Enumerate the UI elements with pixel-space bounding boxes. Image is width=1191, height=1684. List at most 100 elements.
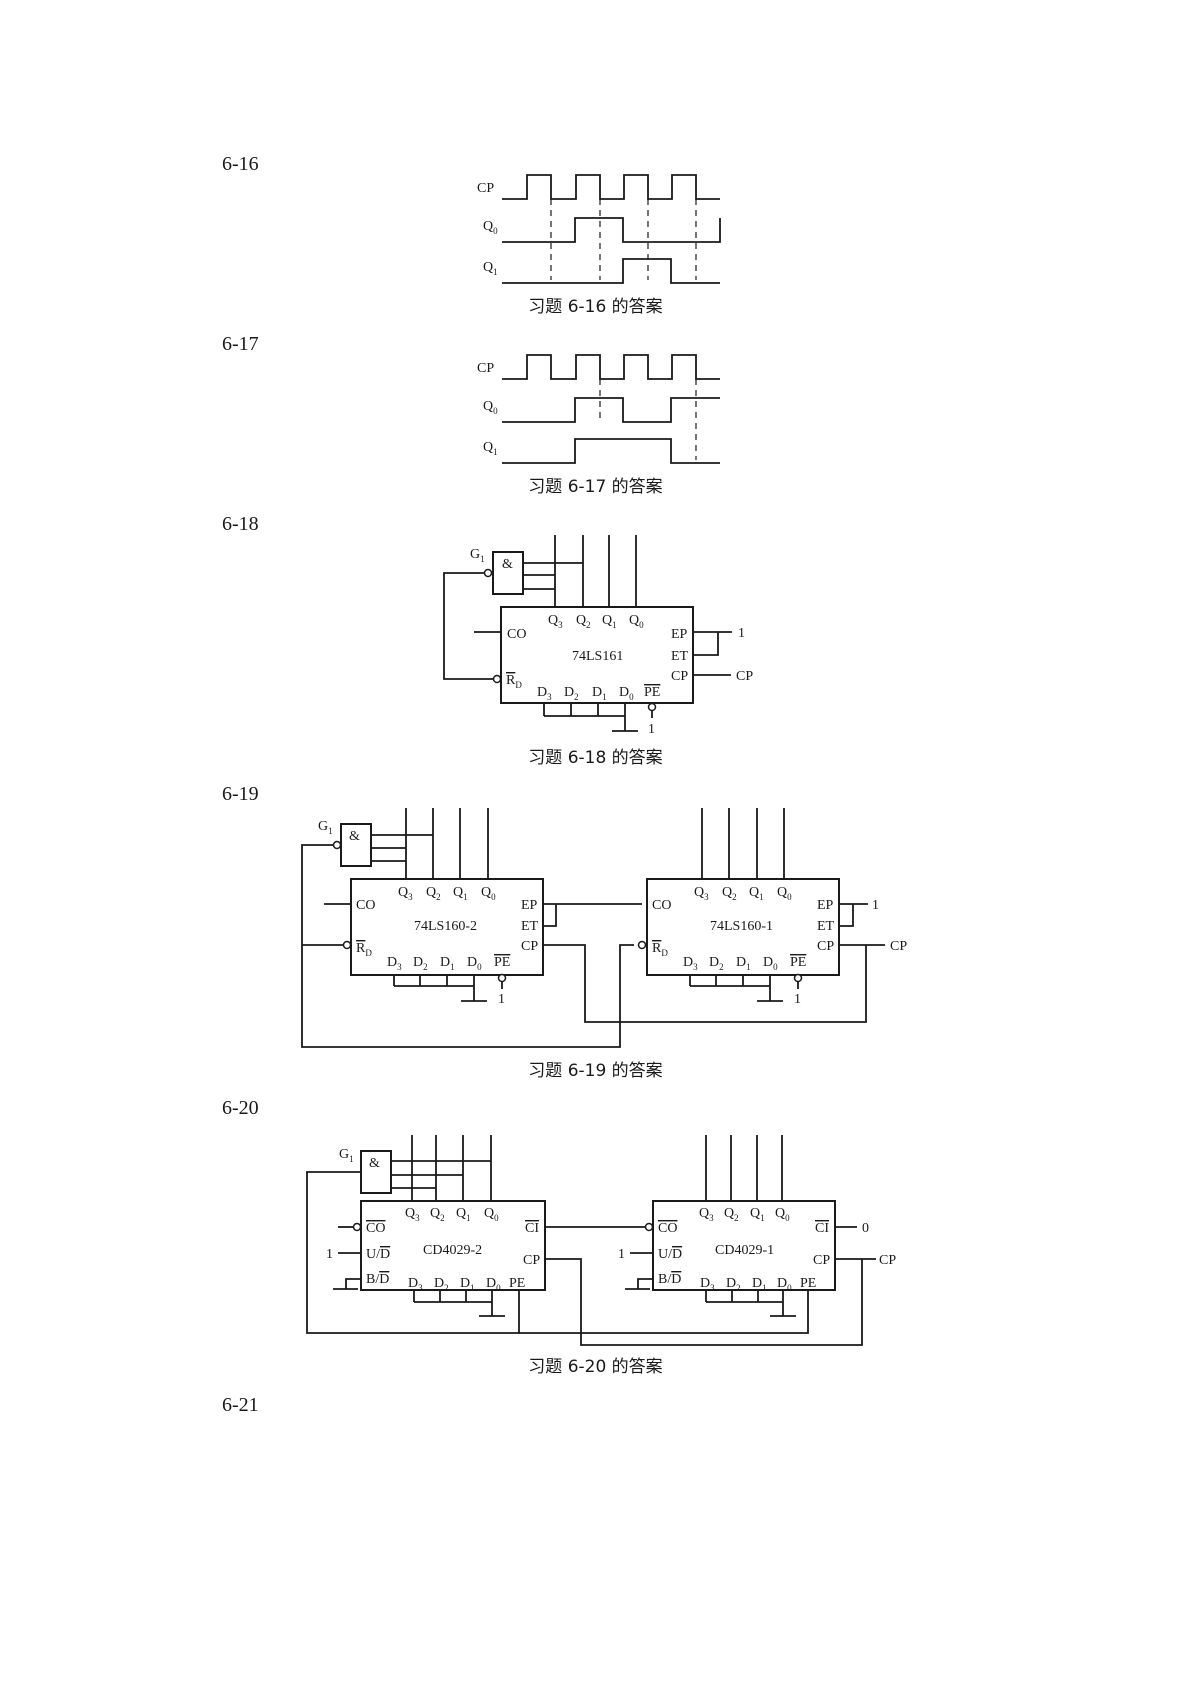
svg-text:CO: CO [356,898,375,913]
caption-6-19: 习题 6-19 的答案 [528,1061,663,1081]
svg-text:EP: EP [671,627,688,642]
svg-text:0: 0 [862,1221,869,1236]
svg-text:D3: D3 [700,1276,715,1293]
gate-label: G1 [318,819,333,836]
svg-text:74LS161: 74LS161 [572,649,623,664]
svg-text:CI: CI [815,1221,829,1236]
svg-text:Q1: Q1 [749,885,764,902]
svg-text:CO: CO [366,1221,385,1236]
svg-text:Q1: Q1 [453,885,468,902]
svg-text:ET: ET [671,649,689,664]
svg-text:Q2: Q2 [722,885,737,902]
svg-text:CD4029-2: CD4029-2 [423,1243,482,1258]
svg-text:D2: D2 [564,685,579,702]
svg-text:CP: CP [879,1253,896,1268]
timing-dashes [550,199,697,280]
svg-text:CD4029-1: CD4029-1 [715,1243,774,1258]
svg-text:CO: CO [507,627,526,642]
svg-text:1: 1 [618,1247,625,1262]
problem-number-6-17: 6-17 [222,333,259,355]
circuit-6-19: & G1 74LS160-2 Q3 Q2 Q1 Q0 CO EP ET CP R… [301,808,907,1048]
svg-text:PE: PE [494,955,510,970]
svg-text:&: & [369,1156,380,1171]
caption-6-16: 习题 6-16 的答案 [528,297,663,317]
svg-text:1: 1 [794,992,801,1007]
cp-label: CP [477,181,494,196]
q1-wave [502,258,720,284]
caption-6-20: 习题 6-20 的答案 [528,1357,663,1377]
svg-text:Q0: Q0 [629,613,644,630]
svg-text:&: & [349,829,360,844]
svg-text:Q1: Q1 [602,613,617,630]
q1-label: Q1 [483,260,498,277]
svg-text:Q0: Q0 [775,1206,790,1223]
chip-74ls161 [500,606,694,704]
svg-text:CP: CP [817,939,834,954]
svg-text:CO: CO [658,1221,677,1236]
svg-text:D0: D0 [486,1276,501,1293]
waveform-6-17: CP Q0 Q1 [477,354,720,464]
problem-number-6-18: 6-18 [222,513,259,535]
svg-text:D2: D2 [434,1276,449,1293]
waveform-6-16: CP Q0 Q1 [477,174,721,284]
svg-text:PE: PE [644,685,660,700]
svg-text:RD: RD [652,941,668,958]
svg-text:D3: D3 [408,1276,423,1293]
circuit-6-18: & G1 74LS161 Q3 Q2 Q1 Q0 CO EP ET CP RD … [443,535,753,737]
svg-text:EP: EP [817,898,834,913]
and-gate-g1 [340,823,372,867]
svg-text:EP: EP [521,898,538,913]
svg-text:D2: D2 [413,955,428,972]
caption-6-17: 习题 6-17 的答案 [528,477,663,497]
svg-text:Q1: Q1 [456,1206,471,1223]
svg-text:D1: D1 [460,1276,475,1293]
svg-text:Q3: Q3 [398,885,413,902]
q1-wave [502,438,720,464]
and-gate-g1 [492,551,524,595]
svg-text:1: 1 [872,898,879,913]
svg-text:Q3: Q3 [548,613,563,630]
svg-text:D2: D2 [709,955,724,972]
caption-6-18: 习题 6-18 的答案 [528,748,663,768]
svg-text:1: 1 [648,722,655,737]
svg-text:Q2: Q2 [724,1206,739,1223]
svg-text:D1: D1 [736,955,751,972]
svg-text:&: & [502,557,513,572]
gate-label: G1 [339,1147,354,1164]
q0-label: Q0 [483,399,498,416]
svg-text:RD: RD [356,941,372,958]
svg-text:Q2: Q2 [430,1206,445,1223]
timing-dashes [599,379,697,460]
svg-text:ET: ET [521,919,539,934]
svg-text:D0: D0 [467,955,482,972]
svg-text:CI: CI [525,1221,539,1236]
svg-text:D3: D3 [683,955,698,972]
svg-text:Q2: Q2 [576,613,591,630]
svg-text:PE: PE [800,1276,816,1291]
svg-text:CP: CP [890,939,907,954]
chip-cd4029-1 [652,1200,836,1291]
svg-text:Q0: Q0 [484,1206,499,1223]
and-gate-g1 [360,1150,392,1194]
svg-text:PE: PE [790,955,806,970]
q1-label: Q1 [483,440,498,457]
svg-text:B/D: B/D [658,1272,681,1287]
svg-text:B/D: B/D [366,1272,389,1287]
svg-text:D3: D3 [387,955,402,972]
svg-text:74LS160-2: 74LS160-2 [414,919,477,934]
svg-text:Q0: Q0 [481,885,496,902]
svg-text:D0: D0 [777,1276,792,1293]
svg-text:CP: CP [523,1253,540,1268]
svg-text:Q3: Q3 [699,1206,714,1223]
svg-text:U/D: U/D [366,1247,390,1262]
chip-cd4029-2 [360,1200,546,1291]
cp-label: CP [477,361,494,376]
svg-text:D0: D0 [763,955,778,972]
svg-text:ET: ET [817,919,835,934]
svg-text:PE: PE [509,1276,525,1291]
chip-74ls160-1 [646,878,840,976]
svg-text:Q3: Q3 [694,885,709,902]
svg-text:Q3: Q3 [405,1206,420,1223]
problem-number-6-16: 6-16 [222,153,259,175]
